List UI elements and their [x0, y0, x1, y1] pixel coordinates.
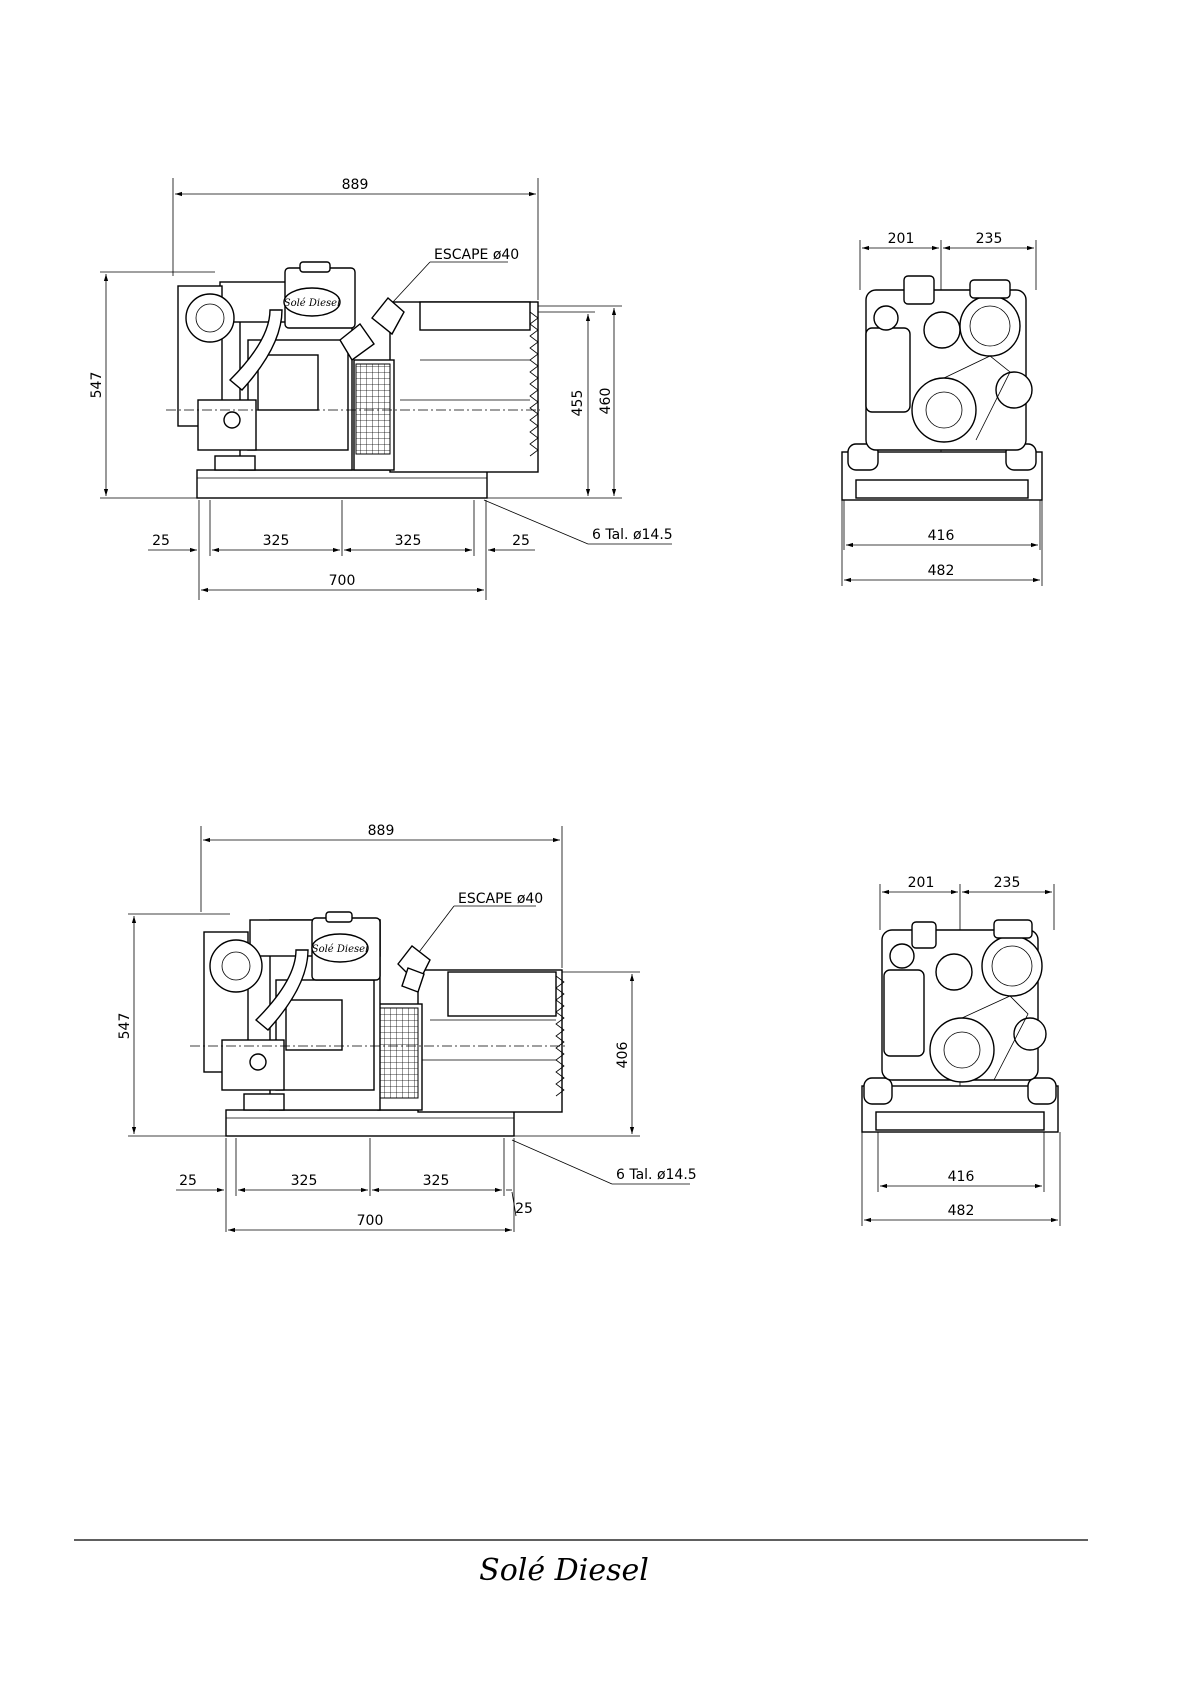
base-seg-3: 325 — [395, 533, 422, 549]
right-offset-label: 235 — [976, 231, 1003, 247]
overall-length-label: 889 — [368, 823, 395, 839]
base-length-label: 700 — [357, 1213, 384, 1229]
side-view-bottom: 889 ESCAPE ø40 547 406 — [117, 823, 697, 1232]
base-seg-3: 325 — [423, 1173, 450, 1189]
mount-holes-label: 6 Tal. ø14.5 — [616, 1167, 697, 1183]
overall-length-label: 889 — [342, 177, 369, 193]
height-c-label: 460 — [598, 388, 614, 415]
side-view-top: 889 ESCAPE ø40 547 455 460 — [89, 177, 673, 600]
overall-height-label: 547 — [89, 372, 105, 399]
generator-side-outline: Solé Diesel — [166, 262, 540, 498]
exhaust-label: ESCAPE ø40 — [434, 247, 519, 263]
footer-logo: Solé Diesel — [479, 1553, 649, 1588]
right-offset-label: 235 — [994, 875, 1021, 891]
base-seg-1: 25 — [152, 533, 170, 549]
generator-front-outline — [862, 920, 1058, 1132]
height-b-label: 455 — [570, 390, 586, 417]
base-seg-1: 25 — [179, 1173, 197, 1189]
base-seg-2: 325 — [263, 533, 290, 549]
page-footer: Solé Diesel — [74, 1540, 1088, 1588]
base-seg-2: 325 — [291, 1173, 318, 1189]
front-view-top: 201 235 416 482 — [842, 231, 1042, 586]
base-seg-4: 25 — [512, 533, 530, 549]
badge-text: Solé Diesel — [284, 298, 341, 309]
overall-width-label: 482 — [928, 563, 955, 579]
mount-span-label: 416 — [928, 528, 955, 544]
left-offset-label: 201 — [888, 231, 915, 247]
mount-holes-label: 6 Tal. ø14.5 — [592, 527, 673, 543]
generator-front-outline — [842, 276, 1042, 500]
badge-text: Solé Diesel — [312, 944, 369, 955]
mount-span-label: 416 — [948, 1169, 975, 1185]
generator-side-outline: Solé Diesel — [190, 912, 566, 1136]
overall-width-label: 482 — [948, 1203, 975, 1219]
base-length-label: 700 — [329, 573, 356, 589]
exhaust-label: ESCAPE ø40 — [458, 891, 543, 907]
front-view-bottom: 201 235 416 482 — [862, 875, 1060, 1226]
overall-height-label: 547 — [117, 1013, 133, 1040]
height-b-label: 406 — [615, 1042, 631, 1069]
left-offset-label: 201 — [908, 875, 935, 891]
base-seg-4: 25 — [515, 1201, 533, 1217]
